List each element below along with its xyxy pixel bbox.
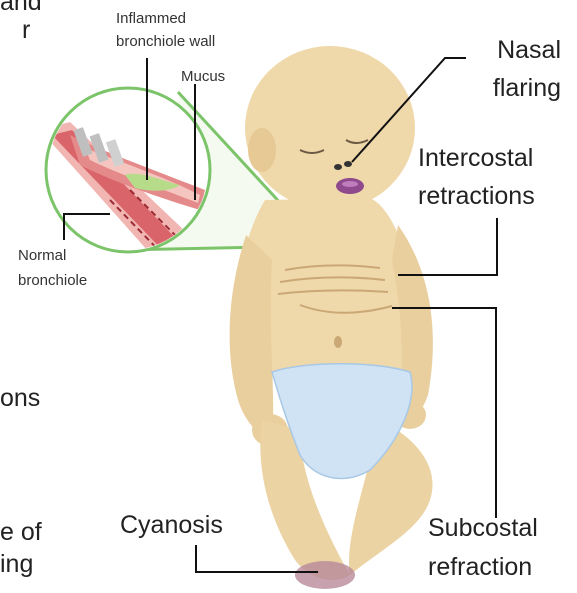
inflamed-wall-label-line1: Inflammed xyxy=(116,10,186,27)
nasal-flaring-label-line2: flaring xyxy=(493,74,561,103)
cyanosis-label: Cyanosis xyxy=(120,511,223,540)
normal-bronchiole-label-line2: bronchiole xyxy=(18,272,87,289)
clipped-label-bottom-1: e of xyxy=(0,518,42,547)
intercostal-label-line1: Intercostal xyxy=(418,144,533,173)
intercostal-label-line2: retractions xyxy=(418,182,535,211)
clipped-label-mid: ons xyxy=(0,384,40,413)
clipped-label-bottom-2: ing xyxy=(0,550,33,579)
inflamed-wall-label-line2: bronchiole wall xyxy=(116,33,215,50)
subcostal-label-line2: refraction xyxy=(428,553,532,582)
infant-figure xyxy=(230,46,433,589)
clipped-label-top-2: r xyxy=(22,16,30,45)
normal-bronchiole-label-line1: Normal xyxy=(18,247,66,264)
cyanotic-foot xyxy=(295,561,355,589)
mucus-label: Mucus xyxy=(181,68,225,85)
subcostal-label-line1: Subcostal xyxy=(428,514,538,543)
clipped-label-top-1: and xyxy=(0,0,42,17)
nasal-flaring-label-line1: Nasal xyxy=(497,36,561,65)
